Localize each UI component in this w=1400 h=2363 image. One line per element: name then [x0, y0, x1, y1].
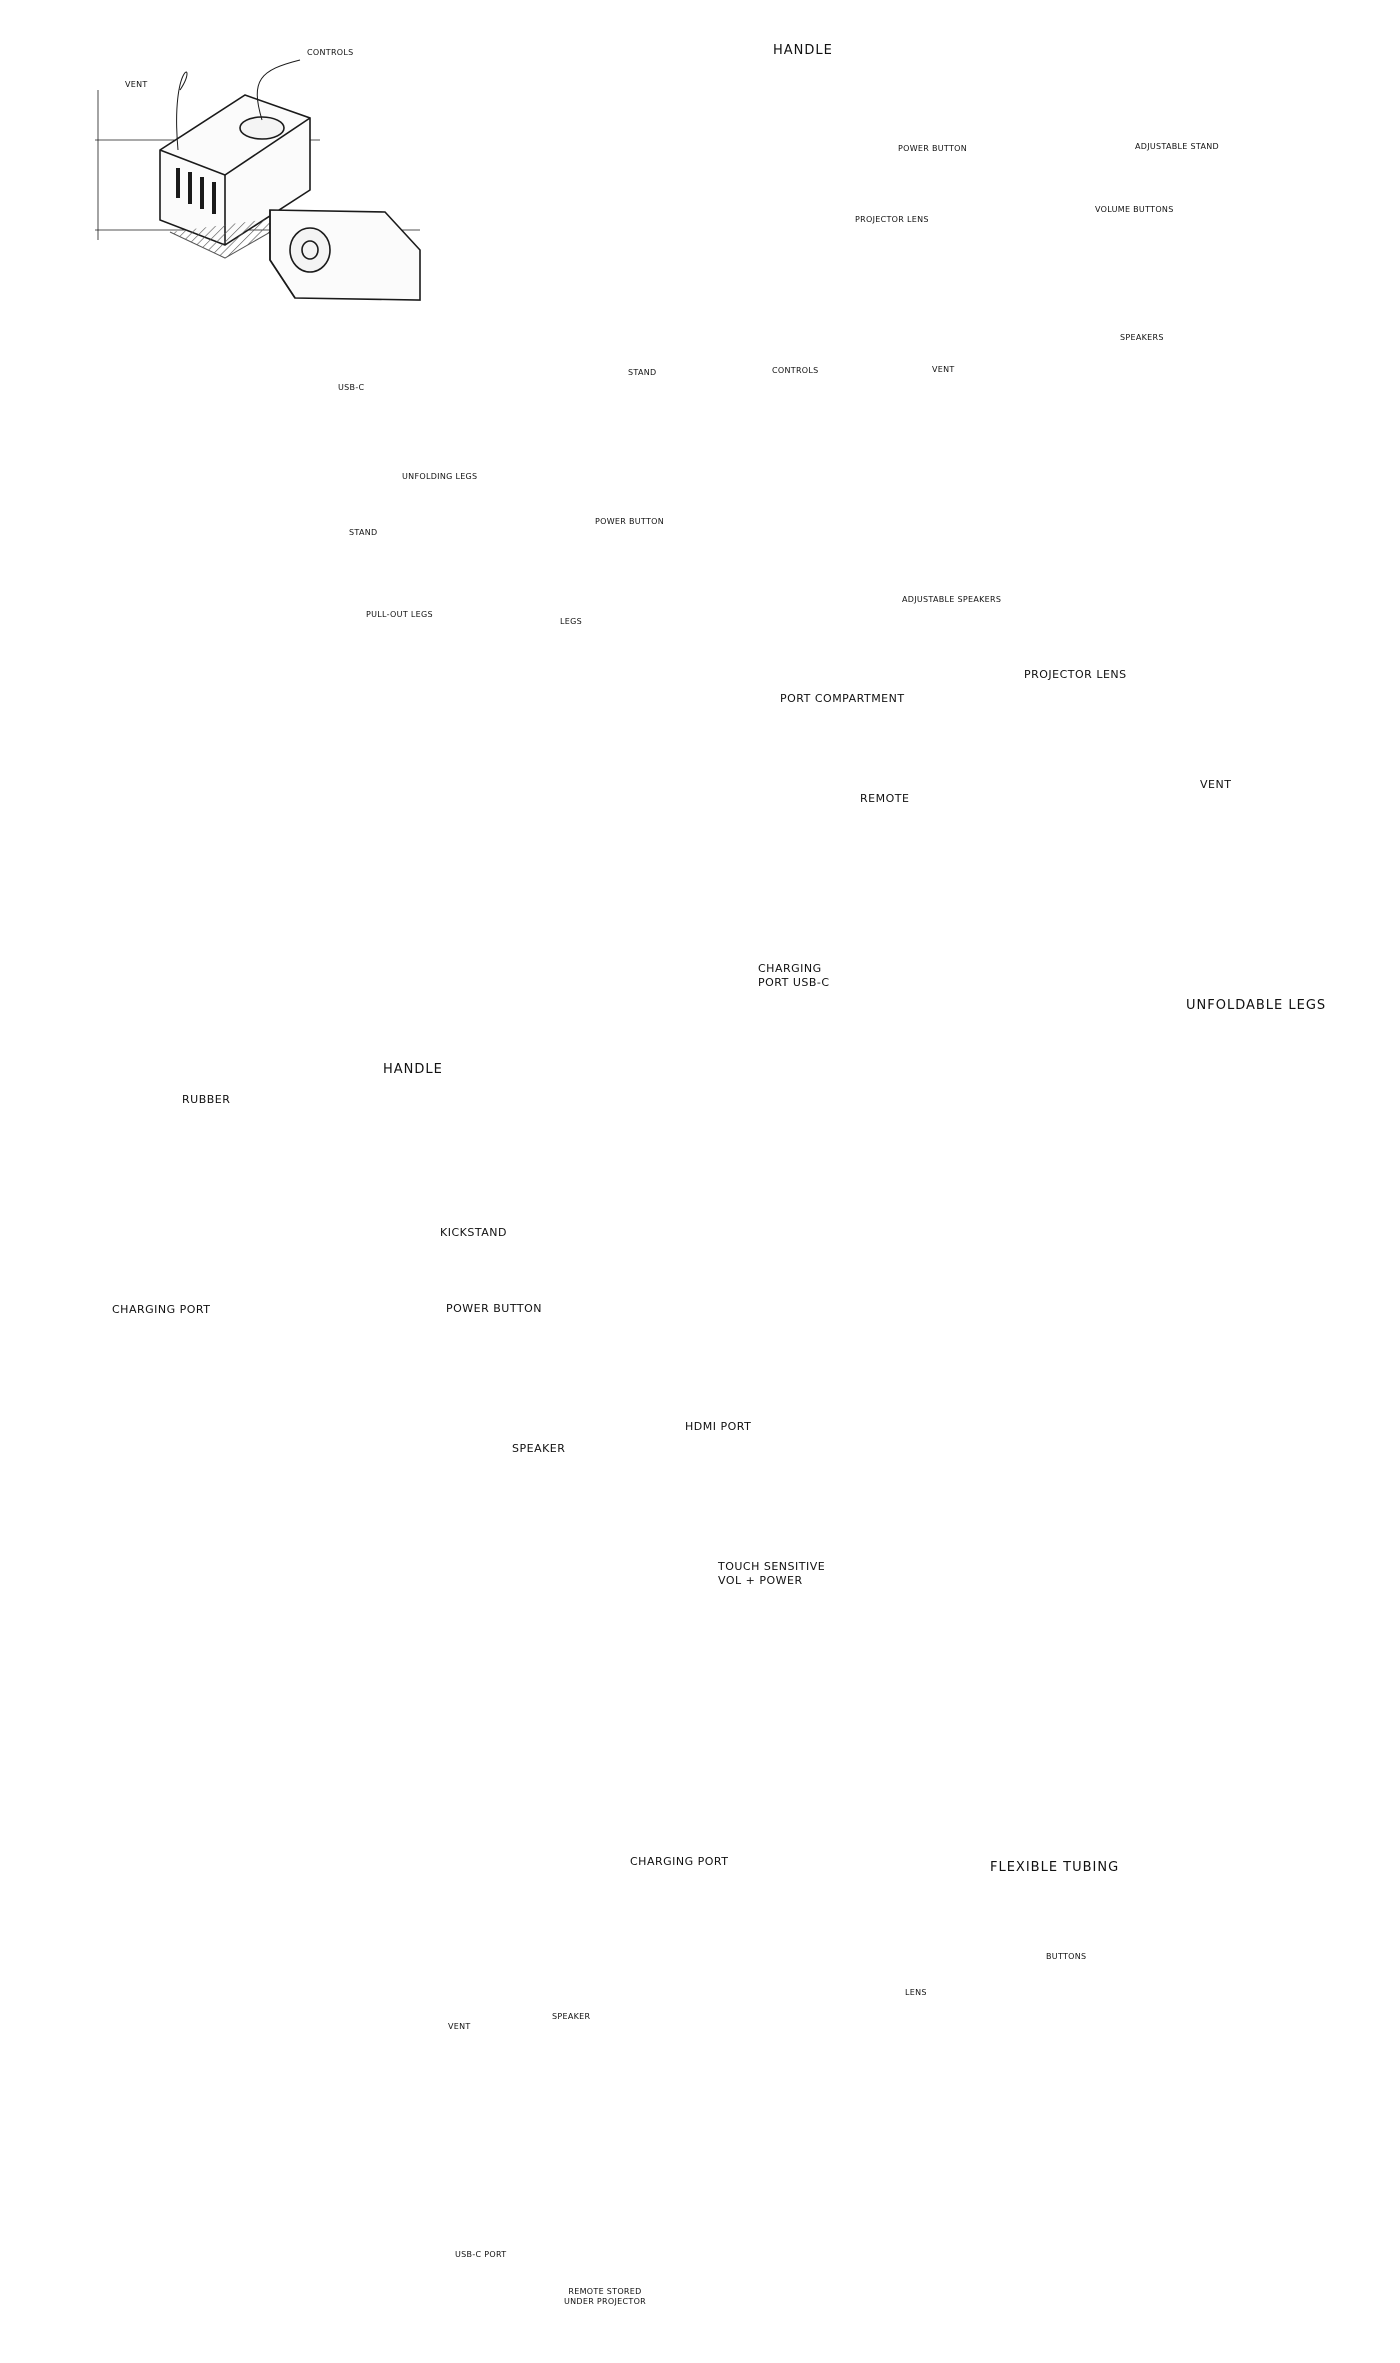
label-unfolding-legs: Unfolding legs [402, 472, 478, 481]
label-power-button-2: Power button [595, 517, 665, 526]
label-vent-6: Vent [448, 2022, 471, 2031]
label-usbc-2: USB-C [338, 383, 365, 392]
label-charging-port-5: Charging port [630, 1855, 729, 1868]
label-handle-1: Handle [773, 43, 833, 58]
label-vent-2: Vent [932, 365, 955, 374]
label-power-button-1: Power button [898, 144, 968, 153]
label-projector-lens-3: Projector lens [1024, 668, 1127, 681]
label-charging-port-4: Charging port [112, 1303, 211, 1316]
label-projector-lens-1: Projector lens [855, 215, 929, 224]
label-controls-1: Controls [307, 48, 354, 57]
label-power-button-4: Power button [446, 1302, 542, 1315]
label-flexible-tubing: Flexible tubing [990, 1860, 1120, 1875]
label-handle-4: Handle [383, 1062, 443, 1077]
label-port-compartment: Port compartment [780, 692, 905, 705]
label-adjustable-speakers: Adjustable speakers [902, 595, 1002, 604]
label-speaker-6: Speaker [552, 2012, 591, 2021]
label-remote: Remote [860, 792, 910, 805]
label-kickstand: Kickstand [440, 1226, 507, 1239]
label-speakers-1: Speakers [1120, 333, 1164, 342]
label-rubber: Rubber [182, 1093, 231, 1106]
label-lens-6: Lens [905, 1988, 927, 1997]
label-stand-1: Stand [628, 368, 657, 377]
label-volume-1: Volume buttons [1095, 205, 1174, 214]
label-touch-sensitive: Touch sensitive vol + power [718, 1560, 826, 1587]
label-vent-1: Vent [125, 80, 148, 89]
label-legs: Legs [560, 617, 582, 626]
label-hdmi-port: HDMI port [685, 1420, 752, 1433]
label-remote-stored: Remote stored under projector [563, 2287, 647, 2306]
label-charging-port-usbc: Charging port USB-C [758, 962, 830, 989]
label-unfoldable-legs: Unfoldable legs [1186, 998, 1327, 1013]
label-stand-2: Stand [349, 528, 378, 537]
label-pull-out-legs: Pull-out legs [366, 610, 433, 619]
label-vent-3: Vent [1200, 778, 1232, 791]
label-usbc-port-6: USB-C port [455, 2250, 507, 2259]
label-buttons-6: Buttons [1046, 1952, 1087, 1961]
label-controls-2: Controls [772, 366, 819, 375]
label-adjustable-1: Adjustable stand [1135, 142, 1219, 151]
label-speaker-4: Speaker [512, 1442, 566, 1455]
sketch-vent-controls [95, 59, 421, 301]
